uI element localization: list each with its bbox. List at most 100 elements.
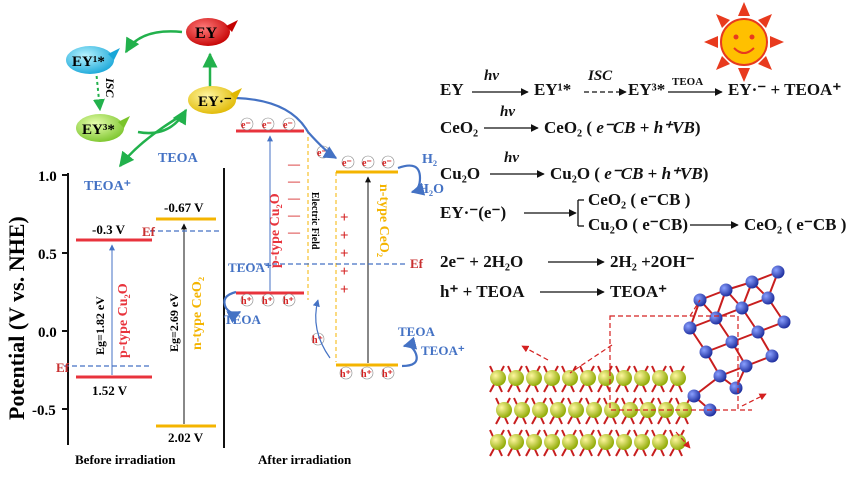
after-junction: Ef e⁻ e⁻ e⁻ h⁺ h⁺ h⁺ e⁻ e⁻ e⁻ e⁻ h⁺ h⁺ h… (223, 117, 465, 380)
eq3-electron: e⁻CB (604, 164, 644, 183)
atom (514, 402, 530, 418)
crystal-structure (489, 265, 791, 457)
equation-4: EY·⁻(e⁻) (440, 203, 506, 223)
eq3-hole: h⁺VB (661, 164, 703, 183)
after-ceo2-name: n-type CeO₂ (376, 184, 391, 257)
atom (496, 402, 512, 418)
eq3-close: ) (702, 164, 709, 183)
potential-axis: 1.0 0.5 0.0 -0.5 Potential (V vs. NHE) (4, 169, 69, 445)
atom (490, 370, 506, 386)
equation-3: Cu₂O (440, 164, 480, 184)
cu2o-eg-label: Eg=1.82 eV (93, 296, 107, 355)
atom (765, 349, 779, 363)
tick-label: 0.5 (38, 247, 57, 263)
eq6-reactant: h⁺ + TEOA (440, 282, 525, 301)
hole-label: h⁺ (382, 369, 393, 380)
positive-charge: + (340, 282, 349, 298)
eq4-ceo2: CeO₂ ( e⁻CB ) (588, 190, 690, 210)
atom (751, 325, 765, 339)
teoa-left-label: TEOA (224, 312, 261, 327)
hole-label: h⁺ (340, 369, 351, 380)
electron-label: e⁻ (362, 158, 372, 169)
eq4-ceo2-text: CeO₂ ( e⁻CB ) (588, 190, 691, 209)
teoa-right-label: TEOA (398, 324, 435, 339)
negative-charge: — (287, 225, 301, 239)
equation-2: CeO₂ (440, 118, 478, 138)
electric-field-label: Electric Field (309, 192, 320, 250)
eq5-product-text: 2H₂ +2OH⁻ (610, 252, 695, 271)
atom (580, 370, 596, 386)
atom (580, 434, 596, 450)
ceo2-cb-label: -0.67 V (164, 200, 204, 215)
eq1-teoa: TEOA (672, 76, 703, 88)
hole-label: h⁺ (361, 369, 372, 380)
h2o-label: H₂O (418, 182, 444, 197)
positive-charge: + (340, 264, 349, 280)
eq6-product-text: TEOA⁺ (610, 282, 668, 301)
atom (508, 370, 524, 386)
eq1-ey1: EY¹* (534, 80, 571, 100)
atom (771, 265, 785, 279)
atom (508, 434, 524, 450)
ceo2-name-label: n-type CeO₂ (190, 277, 205, 350)
atom (526, 434, 542, 450)
eq1-products: EY·⁻ + TEOA⁺ (728, 80, 841, 100)
eq1-ey3-text: EY³* (628, 80, 666, 99)
positive-charge: + (340, 210, 349, 226)
equation-arrows (472, 88, 739, 296)
electron-label: e⁻ (342, 158, 352, 169)
cu2o-vb-label: 1.52 V (92, 383, 128, 398)
atom (562, 434, 578, 450)
eq2-electron: e⁻CB (596, 118, 636, 137)
atom (532, 402, 548, 418)
negative-charge: — (287, 157, 301, 171)
eq1-reactant: EY (440, 80, 464, 99)
after-fermi-label: Ef (410, 256, 424, 271)
before-caption: Before irradiation (75, 452, 176, 467)
after-caption: After irradiation (258, 452, 352, 467)
tick-label: 0.0 (38, 325, 57, 341)
ceo2-vb-label: 2.02 V (168, 430, 204, 445)
axis-label: Potential (V vs. NHE) (4, 216, 29, 420)
after-cu2o-name: p-type Cu₂O (268, 193, 283, 268)
eq1-isc: ISC (588, 68, 612, 85)
eq2-reactant: CeO₂ (440, 118, 479, 137)
positive-charge: + (340, 228, 349, 244)
atom (729, 381, 743, 395)
electron-label: e⁻ (382, 158, 392, 169)
negative-charge: — (287, 208, 301, 222)
atom (699, 345, 713, 359)
positive-charge: + (340, 246, 349, 262)
atom (709, 311, 723, 325)
atom (658, 402, 674, 418)
electron-label: e⁻ (241, 120, 251, 131)
eq2-hv-text: hv (500, 104, 515, 120)
teoa-label: TEOA (158, 151, 199, 166)
atom (490, 434, 506, 450)
atom (725, 335, 739, 349)
atom (634, 434, 650, 450)
eq5-reactant: 2e⁻ + 2H₂O (440, 252, 524, 271)
atom (652, 434, 668, 450)
eq1-products-text: EY·⁻ + TEOA⁺ (728, 80, 842, 99)
atom (544, 370, 560, 386)
isc-label: ISC (103, 77, 117, 98)
eq3-hv-text: hv (504, 150, 519, 166)
eq2-hole: h⁺VB (653, 118, 695, 137)
atom (550, 402, 566, 418)
atom (586, 402, 602, 418)
equation-5: 2e⁻ + 2H₂O (440, 252, 523, 272)
atom (634, 370, 650, 386)
eq3-hv: hv (504, 150, 519, 167)
equation-1: EY (440, 80, 464, 100)
atom (598, 434, 614, 450)
eq2-product: CeO₂ ( e⁻CB + h⁺VB) (544, 118, 700, 138)
atom (616, 434, 632, 450)
eq4-reactant: EY·⁻(e⁻) (440, 203, 507, 222)
before-cu2o-bands: -0.3 V 1.52 V Ef Eg=1.82 eV p-type Cu₂O (56, 222, 152, 398)
electron-label: e⁻ (317, 148, 327, 159)
eq4-cu2o: Cu₂O ( e⁻CB) (588, 215, 688, 235)
ey-radical-label: EY·⁻ (198, 94, 232, 110)
atom (544, 434, 560, 450)
